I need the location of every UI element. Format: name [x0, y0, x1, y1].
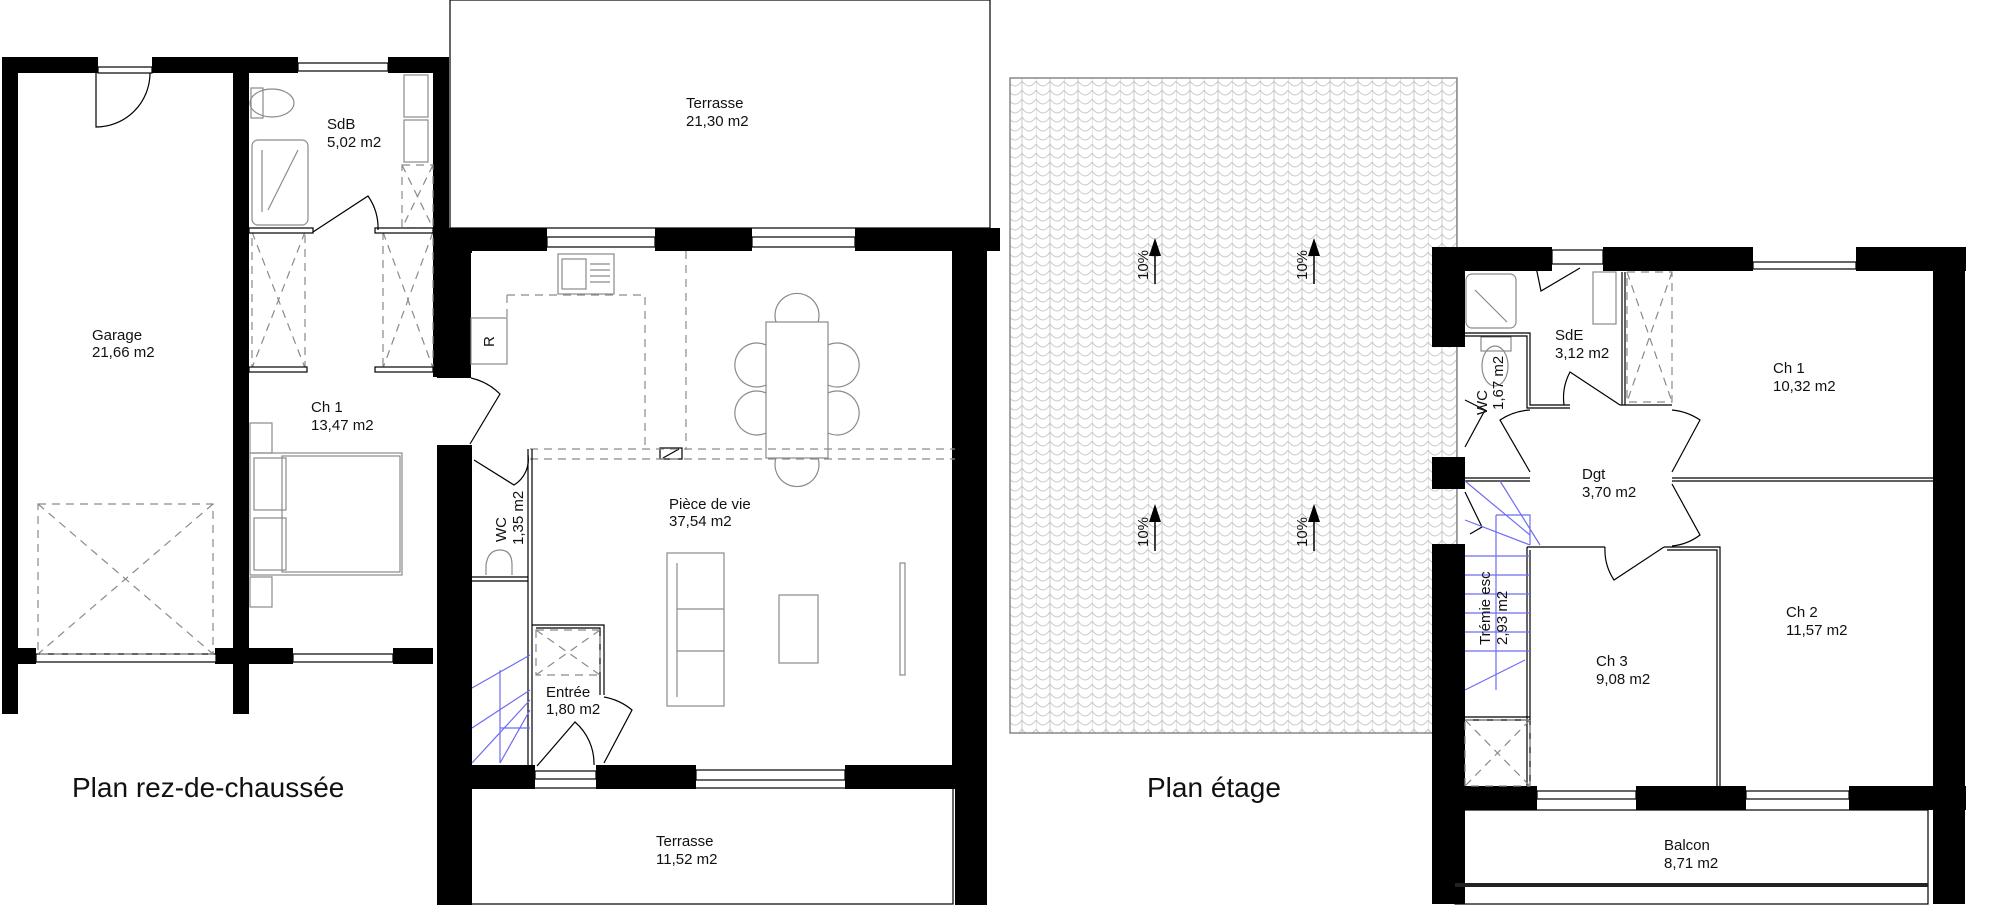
sde-area: 3,12 m2: [1555, 345, 1609, 362]
svg-text:10%: 10%: [1294, 517, 1311, 547]
ch1-area: 13,47 m2: [311, 417, 374, 434]
svg-text:10%: 10%: [1294, 250, 1311, 280]
terrace-north-name: Terrasse: [686, 95, 744, 112]
ground-floor-labels: Garage 21,66 m2 SdB 5,02 m2 Ch 1 13,47 m…: [72, 95, 751, 868]
balcon-area: 8,71 m2: [1664, 855, 1718, 872]
balcony-railing: [1455, 883, 1928, 887]
garage-side-door: [98, 67, 152, 73]
tremie-name: Trémie esc: [1477, 571, 1494, 645]
ch2-area: 11,57 m2: [1786, 622, 1847, 639]
dgt-area: 3,70 m2: [1582, 484, 1636, 501]
svg-text:10%: 10%: [1135, 517, 1152, 547]
terrace-north-area: 21,30 m2: [686, 113, 749, 130]
svg-text:10%: 10%: [1135, 250, 1152, 280]
ch3-name: Ch 3: [1596, 653, 1628, 670]
balcon-name: Balcon: [1664, 837, 1710, 854]
ground-walls-main: [437, 228, 1000, 905]
wc-upper-area: 1,67 m2: [1490, 356, 1507, 410]
ch1-upper-area: 10,32 m2: [1773, 378, 1836, 395]
ch2-name: Ch 2: [1786, 604, 1818, 621]
garage-area: 21,66 m2: [92, 344, 155, 361]
ground-floor-plan: R: [2, 0, 1000, 905]
wc-area: 1,35 m2: [510, 491, 527, 545]
sofa: [667, 553, 724, 706]
ground-walls-west-block: [2, 57, 449, 714]
roof-plan: 10% 10% 10% 10% Plan étage: [1010, 78, 1457, 803]
sdb-name: SdB: [327, 116, 355, 133]
coffee-table: [779, 595, 818, 663]
kitchen: R: [471, 251, 686, 459]
wc-upper-name: WC: [1474, 390, 1491, 415]
garage-name: Garage: [92, 327, 142, 344]
entree-area: 1,80 m2: [546, 701, 600, 718]
living-name: Pièce de vie: [669, 496, 751, 513]
dgt-name: Dgt: [1582, 466, 1606, 483]
entree-name: Entrée: [546, 684, 590, 701]
upper-floor-plan: [1432, 247, 1966, 904]
ch1-name: Ch 1: [311, 399, 343, 416]
fridge-label: R: [481, 336, 498, 347]
living-area: 37,54 m2: [669, 513, 732, 530]
tremie-area: 2,93 m2: [1494, 591, 1511, 645]
sdb-area: 5,02 m2: [327, 134, 381, 151]
ground-floor-title: Plan rez-de-chaussée: [72, 772, 344, 803]
ch1-upper-name: Ch 1: [1773, 360, 1805, 377]
wc-name: WC: [493, 517, 510, 542]
ch3-area: 9,08 m2: [1596, 671, 1650, 688]
dining-table: [735, 293, 859, 486]
ground-stairs: [472, 655, 530, 763]
upper-floor-title: Plan étage: [1147, 772, 1281, 803]
terrace-south-area: 11,52 m2: [656, 851, 717, 868]
ch1-bed: [250, 423, 402, 607]
sde-name: SdE: [1555, 327, 1583, 344]
terrace-south-name: Terrasse: [656, 833, 714, 850]
